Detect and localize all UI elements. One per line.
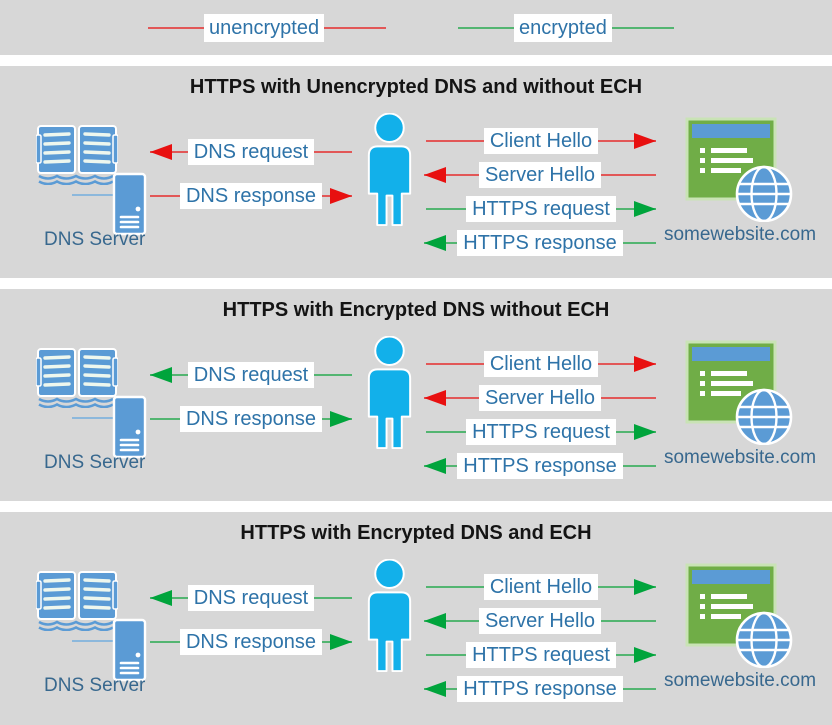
message-label: Client Hello [483,128,599,154]
client-hello-arrow: Client Hello [426,574,656,600]
message-label: Server Hello [478,385,602,411]
message-label: DNS request [187,585,315,611]
arrowhead-icon [424,390,446,406]
message-label: HTTPS response [457,453,623,479]
website-icon [685,340,793,445]
client-hello-arrow: Client Hello [426,351,656,377]
person-icon [367,559,412,673]
panel-title: HTTPS with Encrypted DNS and ECH [240,522,592,544]
arrowhead-icon [424,681,446,697]
legend-label-encrypted: encrypted [514,13,612,42]
message-label: HTTPS request [466,642,616,668]
arrowhead-icon [150,590,172,606]
https-response-arrow: HTTPS response [424,230,656,256]
person-icon [367,113,412,227]
https-response-arrow: HTTPS response [424,453,656,479]
arrowhead-icon [634,647,656,663]
arrowhead-icon [634,424,656,440]
unencrypted-line-sample [324,26,387,29]
message-label: DNS response [179,183,323,209]
message-label: DNS request [187,139,315,165]
message-label: HTTPS response [457,230,623,256]
client-hello-arrow: Client Hello [426,128,656,154]
book-server-connector [72,417,114,419]
arrowhead-icon [634,201,656,217]
website-icon [685,117,793,222]
dns-response-arrow: DNS response [150,629,352,655]
server-hello-arrow: Server Hello [424,385,656,411]
message-label: DNS response [179,629,323,655]
encrypted-line-sample [458,26,514,29]
message-label: DNS response [179,406,323,432]
arrowhead-icon [330,634,352,650]
dns-server-caption: DNS Server [44,229,146,250]
message-label: HTTPS response [457,676,623,702]
panel-title: HTTPS with Encrypted DNS without ECH [222,299,610,321]
unencrypted-line-sample [148,26,204,29]
message-label: HTTPS request [466,196,616,222]
message-label: DNS request [187,362,315,388]
dns-server-icon [112,618,147,682]
arrowhead-icon [424,458,446,474]
message-label: Server Hello [478,608,602,634]
server-hello-arrow: Server Hello [424,162,656,188]
website-caption: somewebsite.com [663,447,817,468]
arrowhead-icon [424,613,446,629]
dns-server-icon [112,172,147,236]
dns-book-icon [36,347,118,408]
legend-strip: unencrypted encrypted [0,0,832,55]
book-server-connector [72,640,114,642]
dns-response-arrow: DNS response [150,183,352,209]
arrowhead-icon [150,144,172,160]
person-icon [367,336,412,450]
dns-request-arrow: DNS request [150,585,352,611]
arrowhead-icon [330,411,352,427]
arrowhead-icon [634,133,656,149]
https-request-arrow: HTTPS request [426,642,656,668]
arrowhead-icon [330,188,352,204]
arrowhead-icon [634,356,656,372]
server-hello-arrow: Server Hello [424,608,656,634]
dns-server-icon [112,395,147,459]
arrowhead-icon [150,367,172,383]
message-label: Server Hello [478,162,602,188]
website-caption: somewebsite.com [663,224,817,245]
https-request-arrow: HTTPS request [426,196,656,222]
website-icon [685,563,793,668]
dns-request-arrow: DNS request [150,139,352,165]
dns-server-caption: DNS Server [44,675,146,696]
book-server-connector [72,194,114,196]
legend-item-unencrypted: unencrypted [148,0,387,55]
message-label: HTTPS request [466,419,616,445]
dns-server-caption: DNS Server [44,452,146,473]
panel-encrypted-dns-and-ech: HTTPS with Encrypted DNS and ECH DNS Ser… [0,512,832,725]
legend-item-encrypted: encrypted [458,0,674,55]
arrowhead-icon [424,167,446,183]
website-caption: somewebsite.com [663,670,817,691]
legend-label-unencrypted: unencrypted [204,13,325,42]
panel-title: HTTPS with Unencrypted DNS and without E… [189,76,643,98]
dns-book-icon [36,570,118,631]
https-response-arrow: HTTPS response [424,676,656,702]
arrowhead-icon [634,579,656,595]
panel-encrypted-dns-no-ech: HTTPS with Encrypted DNS without ECH DNS… [0,289,832,501]
panel-unencrypted-dns-no-ech: HTTPS with Unencrypted DNS and without E… [0,66,832,278]
https-request-arrow: HTTPS request [426,419,656,445]
dns-book-icon [36,124,118,185]
dns-response-arrow: DNS response [150,406,352,432]
message-label: Client Hello [483,351,599,377]
encrypted-line-sample [611,26,674,29]
arrowhead-icon [424,235,446,251]
dns-request-arrow: DNS request [150,362,352,388]
message-label: Client Hello [483,574,599,600]
